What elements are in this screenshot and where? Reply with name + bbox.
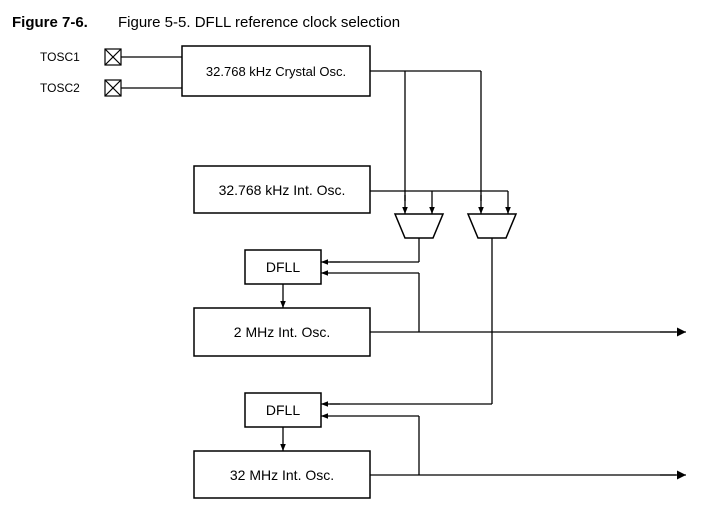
mux-left-to-dfll-top-wire	[330, 238, 420, 263]
figure-title: Figure 5-5. DFLL reference clock selecti…	[118, 14, 401, 31]
dfll-bottom-block: DFLL	[244, 392, 322, 428]
int-osc-32k-label: 32.768 kHz Int. Osc.	[219, 182, 346, 198]
osc-32mhz-output-wire	[370, 416, 676, 476]
osc-32mhz-label: 32 MHz Int. Osc.	[230, 467, 334, 483]
crystal-osc-label: 32.768 kHz Crystal Osc.	[206, 64, 346, 79]
tosc1-label: TOSC1	[40, 50, 80, 64]
crystal-osc-block: 32.768 kHz Crystal Osc.	[181, 45, 371, 97]
dfll-top-block: DFLL	[244, 249, 322, 285]
crystal-osc-output-wire	[370, 70, 482, 201]
dfll-top-label: DFLL	[266, 259, 300, 275]
mux-right	[466, 213, 518, 239]
osc-2mhz-block: 2 MHz Int. Osc.	[193, 307, 371, 357]
figure-number: Figure 7-6.	[12, 14, 88, 31]
osc-2mhz-label: 2 MHz Int. Osc.	[234, 324, 330, 340]
tosc2-pin-icon	[104, 79, 122, 97]
mux-left	[393, 213, 445, 239]
tosc2-label: TOSC2	[40, 81, 80, 95]
int-osc-32k-block: 32.768 kHz Int. Osc.	[193, 165, 371, 214]
mux-right-to-dfll-bottom-wire	[330, 238, 493, 405]
figure-caption: Figure 7-6. Figure 5-5. DFLL reference cl…	[12, 14, 400, 31]
osc-2mhz-output-wire	[370, 273, 676, 333]
dfll-bottom-label: DFLL	[266, 402, 300, 418]
osc-32mhz-block: 32 MHz Int. Osc.	[193, 450, 371, 499]
tosc1-pin-icon	[104, 48, 122, 66]
